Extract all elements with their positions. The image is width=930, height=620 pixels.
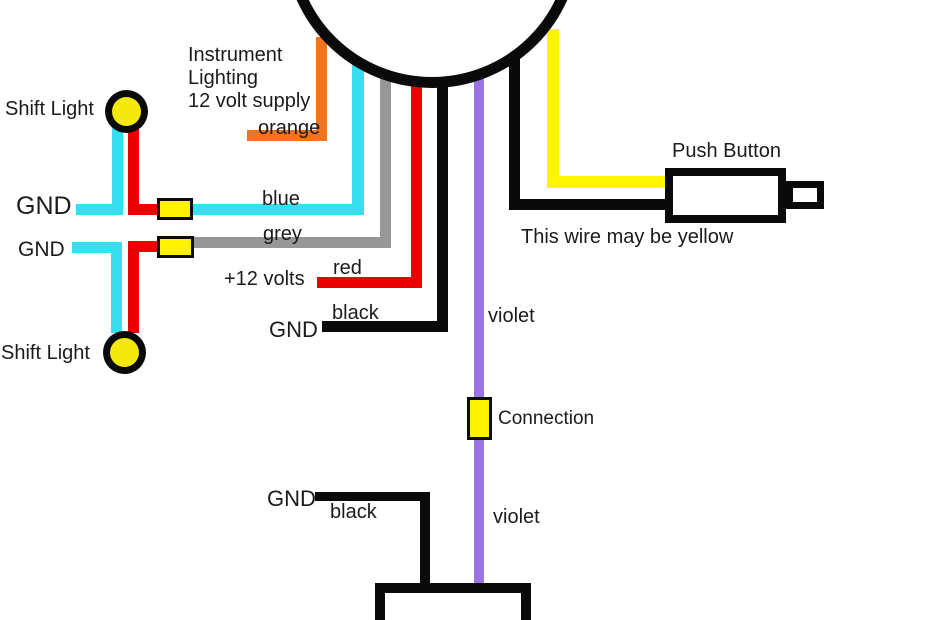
push-button-label: Push Button [672, 140, 781, 162]
orange-wire-label: orange [258, 117, 321, 139]
shift-light-2-red-wire-vertical [128, 241, 139, 333]
instrument-lighting-line2: Lighting [188, 67, 259, 89]
gnd-2-label: GND [18, 238, 65, 261]
shift-light-1-red-wire-vertical [128, 125, 139, 215]
violet-wire-label-1: violet [488, 305, 535, 327]
gnd-4-label: GND [267, 486, 316, 511]
inline-connector-1 [157, 198, 193, 220]
gnd-3-label: GND [269, 317, 318, 342]
red-wire-horizontal [317, 277, 422, 288]
plus-12-volts-label: +12 volts [224, 268, 305, 290]
gnd-1-label: GND [16, 192, 72, 220]
gnd-4-black-wire-vertical [420, 492, 430, 587]
black-wire-label-2: black [330, 501, 377, 523]
grey-wire-horizontal [194, 237, 391, 248]
shift-light-1-bulb [112, 97, 141, 126]
violet-wire-label-2: violet [493, 506, 540, 528]
shift-light-2-cyan-wire [111, 242, 122, 333]
shift-light-bottom-label: Shift Light [1, 342, 90, 364]
bottom-device [375, 583, 531, 620]
shift-light-1-cyan-wire [112, 122, 123, 215]
connection-label: Connection [498, 408, 595, 429]
grey-wire-label: grey [263, 223, 302, 245]
orange-wire-vertical [316, 37, 327, 141]
black-gnd-wire-vertical [437, 80, 448, 332]
yellow-wire-note-label: This wire may be yellow [521, 226, 734, 248]
push-button-actuator [786, 181, 824, 209]
violet-wire-vertical [474, 78, 484, 588]
red-wire-vertical [411, 76, 422, 288]
yellow-wire-horizontal [547, 176, 667, 188]
shift-light-2-red-wire-horizontal [128, 241, 158, 252]
push-button-black-wire-horizontal [509, 199, 667, 210]
blue-wire-vertical [352, 58, 364, 215]
gnd-2-cyan-wire [72, 242, 118, 253]
instrument-lighting-line1: Instrument [188, 44, 283, 66]
yellow-wire-vertical [547, 29, 559, 188]
instrument-lighting-line3: 12 volt supply [188, 90, 311, 112]
connection-block [467, 397, 492, 440]
black-wire-label-1: black [332, 302, 379, 324]
tachometer-gauge [284, 0, 580, 88]
orange-wire-horizontal [247, 130, 327, 141]
gnd-1-cyan-wire [76, 204, 123, 215]
push-button-body [665, 168, 786, 223]
instrument-lighting-label: Instrument Lighting 12 volt supply [188, 44, 310, 113]
shift-light-top-label: Shift Light [5, 98, 94, 120]
red-wire-label: red [333, 257, 362, 279]
push-button-black-wire-vertical [509, 57, 520, 210]
inline-connector-2 [157, 236, 194, 258]
grey-wire-vertical [380, 70, 391, 248]
blue-wire-horizontal [193, 204, 364, 215]
black-gnd-wire-horizontal [322, 321, 448, 332]
shift-light-1-red-wire-horizontal [128, 204, 158, 215]
shift-light-2-bulb [110, 338, 139, 367]
gnd-4-black-wire-horizontal [315, 492, 430, 501]
blue-wire-label: blue [262, 188, 300, 210]
